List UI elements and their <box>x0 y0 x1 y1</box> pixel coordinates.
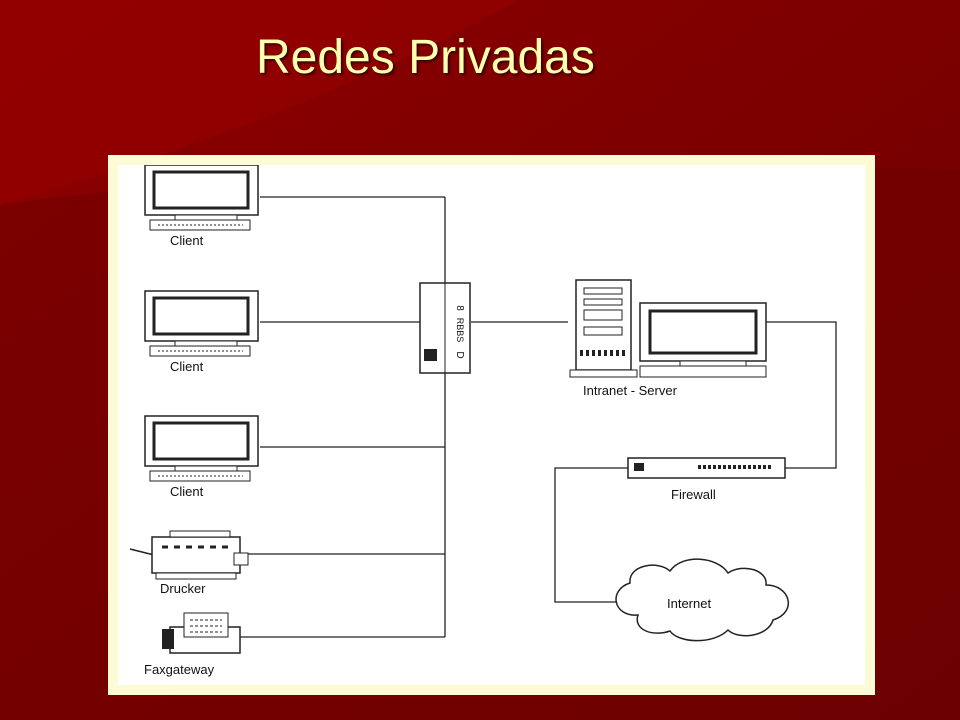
server-monitor-icon: Intranet - Server <box>583 302 767 398</box>
client-computer-3: Client <box>144 415 259 499</box>
hub-port-label-3: D <box>454 351 465 358</box>
slide-title: Redes Privadas <box>256 31 595 84</box>
diagram-canvas: Client Client Client <box>118 165 865 685</box>
client-computer-2: Client <box>144 290 259 374</box>
server-tower-icon <box>569 279 638 378</box>
internet-cloud-icon: Internet <box>615 558 790 642</box>
printer-icon: Drucker <box>129 530 249 596</box>
internet-label: Internet <box>667 596 711 611</box>
fax-gateway-icon: Faxgateway <box>144 612 241 677</box>
diagram-drawing: Client Client Client <box>129 165 837 677</box>
server-label: Intranet - Server <box>583 383 678 398</box>
firewall-label: Firewall <box>671 487 716 502</box>
network-diagram: Client Client Client <box>108 155 875 695</box>
fax-label: Faxgateway <box>144 662 215 677</box>
hub-port-label-2: RBBS <box>455 318 465 343</box>
client-computer-1: Client <box>144 165 259 248</box>
client-label-3: Client <box>170 484 204 499</box>
client-label-2: Client <box>170 359 204 374</box>
network-connections <box>228 196 837 638</box>
hub-icon: 8 RBBS D <box>419 282 471 374</box>
printer-label: Drucker <box>160 581 206 596</box>
hub-port-label-1: 8 <box>454 305 465 311</box>
client-label-1: Client <box>170 233 204 248</box>
firewall-icon: Firewall <box>627 457 786 502</box>
